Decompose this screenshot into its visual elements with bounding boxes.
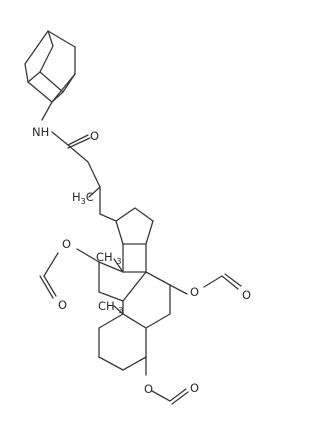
methyl-13-label: CH 3 bbox=[96, 250, 121, 266]
amide-oxygen-label: O bbox=[90, 129, 99, 143]
steroid-ring-b bbox=[122, 271, 171, 329]
formate-12 bbox=[39, 248, 100, 299]
formate-7-carbonyl-oxygen: O bbox=[242, 288, 251, 302]
steroid-ring-c bbox=[98, 243, 147, 302]
amide-linker bbox=[51, 131, 117, 222]
formate-7 bbox=[169, 273, 242, 295]
adamantane-cage bbox=[24, 30, 76, 121]
amide-nh-label: NH bbox=[32, 125, 49, 139]
formate-12-carbonyl-oxygen: O bbox=[58, 298, 67, 312]
side-chain-methyl-label: H3C bbox=[72, 190, 94, 206]
steroid-ring-d bbox=[115, 207, 154, 245]
formate-3-ester-oxygen: O bbox=[144, 382, 153, 396]
methyl-10-label: CH 3 bbox=[98, 299, 123, 315]
methyl-10-bond bbox=[113, 305, 124, 315]
formate-3-carbonyl-oxygen: O bbox=[190, 381, 199, 395]
methyl-13-bond bbox=[113, 258, 124, 273]
steroid-ring-a bbox=[98, 313, 147, 371]
formate-7-ester-oxygen: O bbox=[190, 285, 199, 299]
structure-diagram: NH O H3C CH 3 CH bbox=[24, 30, 251, 405]
formate-12-ester-oxygen: O bbox=[62, 237, 71, 251]
formate-3 bbox=[145, 356, 189, 405]
